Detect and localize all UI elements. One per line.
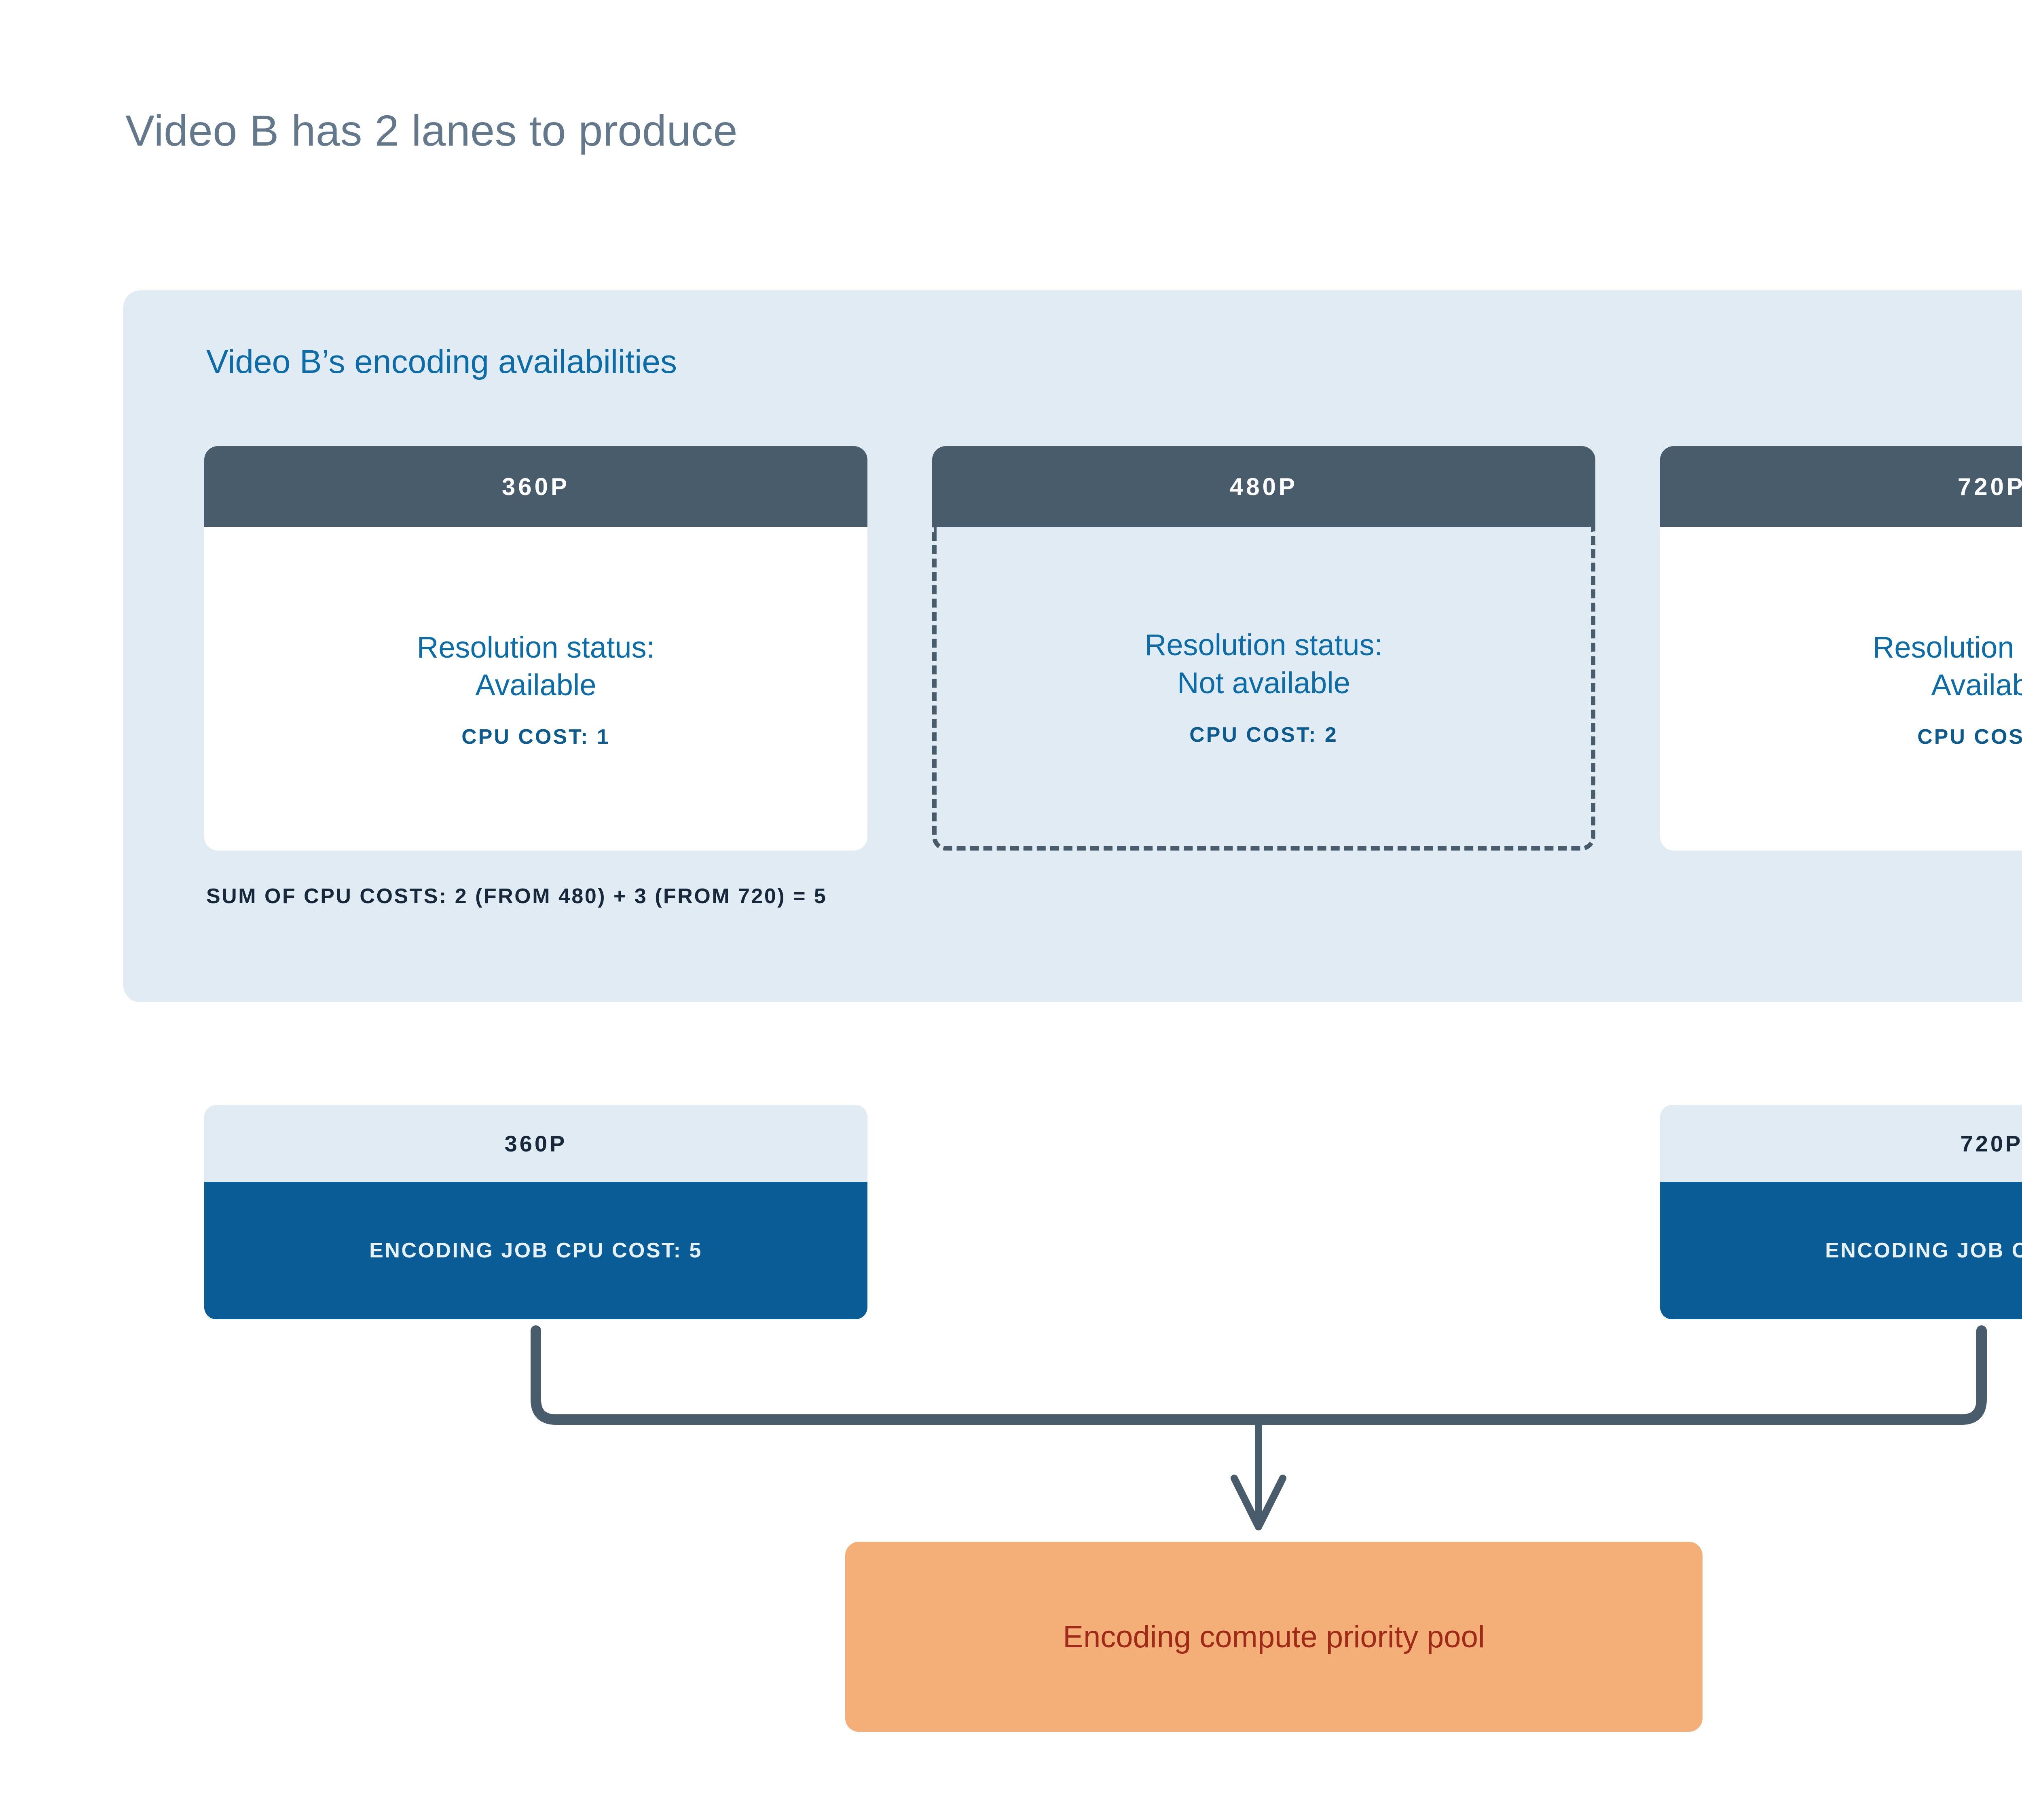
resolution-card-header-480p: 480P: [932, 446, 1595, 527]
cpu-cost-360p: CPU COST: 1: [461, 725, 610, 749]
page-title: Video B has 2 lanes to produce: [125, 106, 738, 155]
availability-panel: Video B’s encoding availabilities 360P R…: [123, 290, 2022, 1002]
encoding-job-cost-720p: ENCODING JOB CPU COST: 5: [1825, 1239, 2022, 1262]
encoding-job-body-360p: ENCODING JOB CPU COST: 5: [204, 1182, 867, 1319]
encoding-job-resolution-360p: 360P: [504, 1130, 567, 1156]
resolution-card-360p[interactable]: 360P Resolution status: Available CPU CO…: [204, 446, 867, 851]
resolution-card-720p[interactable]: 720P Resolution status: Available CPU CO…: [1660, 446, 2022, 851]
status-value-480p: Not available: [1177, 666, 1350, 700]
status-label-480p: Resolution status:: [1144, 628, 1383, 662]
encoding-job-box-720p[interactable]: 720P ENCODING JOB CPU COST: 5: [1660, 1105, 2022, 1319]
status-label-360p: Resolution status:: [417, 630, 655, 664]
status-value-360p: Available: [475, 668, 596, 702]
resolution-card-header-720p: 720P: [1660, 446, 2022, 527]
sum-of-cpu-costs: SUM OF CPU COSTS: 2 (FROM 480) + 3 (FROM…: [206, 885, 827, 908]
panel-heading: Video B’s encoding availabilities: [206, 343, 677, 380]
resolution-card-body-720p: Resolution status: Available CPU COST: 3: [1660, 527, 2022, 851]
status-label-720p: Resolution status:: [1872, 630, 2022, 664]
resolution-label-720p: 720P: [1957, 473, 2022, 500]
cpu-cost-720p: CPU COST: 3: [1917, 725, 2022, 749]
resolution-card-body-360p: Resolution status: Available CPU COST: 1: [204, 527, 867, 851]
encoding-job-box-360p[interactable]: 360P ENCODING JOB CPU COST: 5: [204, 1105, 867, 1319]
encoding-compute-priority-pool[interactable]: Encoding compute priority pool: [845, 1542, 1703, 1732]
encoding-job-resolution-720p: 720P: [1960, 1130, 2022, 1156]
encoding-job-body-720p: ENCODING JOB CPU COST: 5: [1660, 1182, 2022, 1319]
resolution-cards-row: 360P Resolution status: Available CPU CO…: [204, 446, 2022, 851]
encoding-job-cost-360p: ENCODING JOB CPU COST: 5: [369, 1239, 702, 1262]
bracket-path-icon: [531, 1325, 1987, 1425]
resolution-card-480p[interactable]: 480P Resolution status: Not available CP…: [932, 446, 1595, 851]
resolution-card-header-360p: 360P: [204, 446, 867, 527]
resolution-card-body-480p: Resolution status: Not available CPU COS…: [932, 527, 1595, 851]
encoding-job-header-720p: 720P: [1660, 1105, 2022, 1182]
arrow-head-icon: [1231, 1475, 1286, 1530]
resolution-label-480p: 480P: [1229, 473, 1298, 500]
status-value-720p: Available: [1931, 668, 2022, 702]
pool-label: Encoding compute priority pool: [1063, 1619, 1485, 1654]
cpu-cost-480p: CPU COST: 2: [1189, 723, 1338, 747]
resolution-label-360p: 360P: [501, 473, 570, 500]
encoding-job-header-360p: 360P: [204, 1105, 867, 1182]
